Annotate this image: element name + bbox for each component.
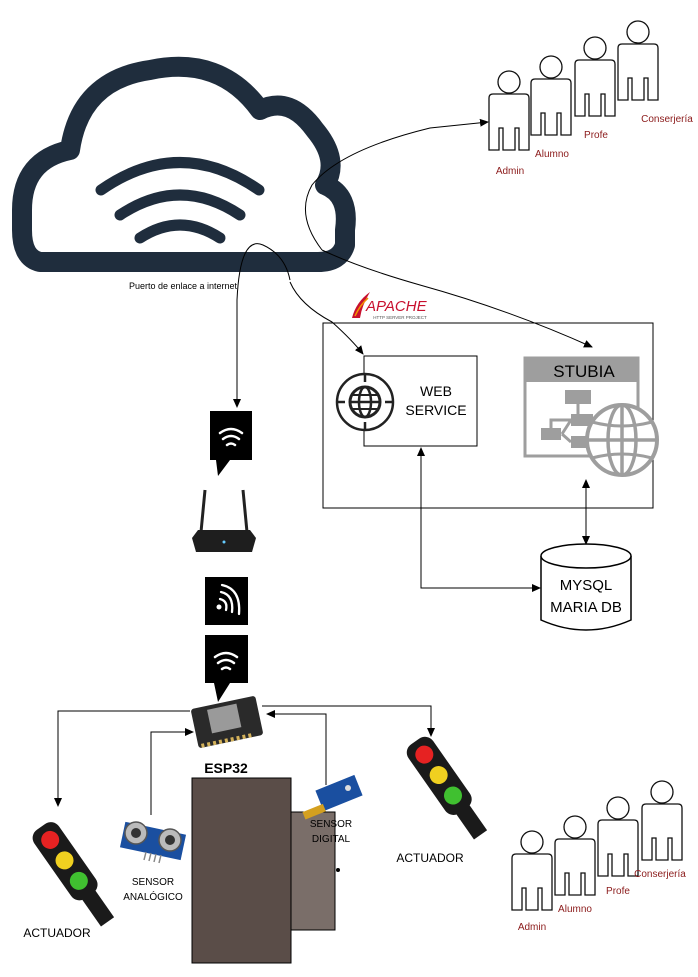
database-label-line2: MARIA DB bbox=[550, 599, 622, 616]
user-label-profe-top: Profe bbox=[584, 130, 608, 141]
user-label-alumno-top: Alumno bbox=[535, 149, 569, 160]
user-label-admin-top: Admin bbox=[496, 166, 524, 177]
esp32-board-icon bbox=[191, 696, 263, 748]
apache-logo-text: APACHE bbox=[365, 298, 428, 315]
database-label-line1: MYSQL bbox=[560, 577, 613, 594]
user-profe-icon bbox=[574, 36, 616, 117]
traffic-light-actuator-right-icon bbox=[406, 736, 488, 840]
web-service-label-line1: WEB bbox=[420, 383, 452, 399]
user-admin-icon bbox=[488, 70, 530, 151]
users-group-top bbox=[488, 20, 659, 151]
esp32-label: ESP32 bbox=[204, 760, 248, 776]
database-icon bbox=[540, 543, 632, 631]
user-conserjeria-icon bbox=[641, 780, 683, 861]
stubia-app-icon bbox=[523, 356, 659, 477]
stubia-title: STUBIA bbox=[553, 362, 615, 381]
user-label-profe-bottom: Profe bbox=[606, 886, 630, 897]
user-profe-icon bbox=[597, 796, 639, 877]
web-service-label-line2: SERVICE bbox=[405, 402, 466, 418]
cloud-gateway-icon bbox=[12, 56, 356, 272]
connectors bbox=[54, 118, 593, 815]
traffic-light-actuator-left-icon bbox=[32, 822, 115, 927]
sensor-analog-label-line2: ANALÓGICO bbox=[123, 890, 183, 903]
user-alumno-icon bbox=[530, 55, 572, 136]
user-alumno-icon bbox=[554, 815, 596, 896]
actuator-left-label: ACTUADOR bbox=[23, 926, 91, 940]
connector-webservice-db bbox=[417, 447, 541, 592]
users-group-bottom bbox=[511, 780, 683, 911]
wifi-bubble-icon-2 bbox=[205, 635, 248, 702]
connector-to-stubia bbox=[321, 249, 593, 348]
apache-logo: APACHE HTTP SERVER PROJECT bbox=[352, 292, 428, 320]
user-label-conserjeria-top: Conserjería bbox=[641, 114, 693, 125]
digital-sensor-icon bbox=[302, 774, 363, 820]
analog-sensor-icon bbox=[119, 821, 187, 864]
connector-cloud-to-router bbox=[233, 243, 291, 408]
sensor-enclosure bbox=[290, 811, 336, 931]
cloud-caption: Puerto de enlace a internet bbox=[129, 281, 238, 291]
sensor-digital-label-line2: DIGITAL bbox=[312, 834, 351, 845]
connector-digital-to-esp32 bbox=[266, 710, 327, 785]
connector-cloud-to-webservice bbox=[289, 281, 364, 355]
connector-to-users-top bbox=[305, 118, 489, 251]
user-label-alumno-bottom: Alumno bbox=[558, 904, 592, 915]
user-label-conserjeria-bottom: Conserjería bbox=[634, 869, 686, 880]
wifi-bubble-icon bbox=[210, 411, 252, 476]
user-admin-icon bbox=[511, 830, 553, 911]
sensor-digital-label-line1: SENSOR bbox=[310, 819, 352, 830]
connector-esp32-to-actuator-right bbox=[262, 705, 435, 737]
connector-esp32-to-actuator-left bbox=[54, 710, 190, 807]
apache-logo-subtitle: HTTP SERVER PROJECT bbox=[373, 315, 427, 320]
wifi-signal-icon bbox=[205, 577, 248, 625]
connector-analog-to-esp32 bbox=[150, 728, 194, 815]
globe-icon bbox=[335, 372, 395, 432]
esp32-enclosure bbox=[191, 777, 292, 964]
sensor-analog-label-line1: SENSOR bbox=[132, 877, 174, 888]
actuator-right-label: ACTUADOR bbox=[396, 851, 464, 865]
user-conserjeria-icon bbox=[617, 20, 659, 101]
user-label-admin-bottom: Admin bbox=[518, 922, 546, 933]
router-icon bbox=[192, 489, 256, 552]
